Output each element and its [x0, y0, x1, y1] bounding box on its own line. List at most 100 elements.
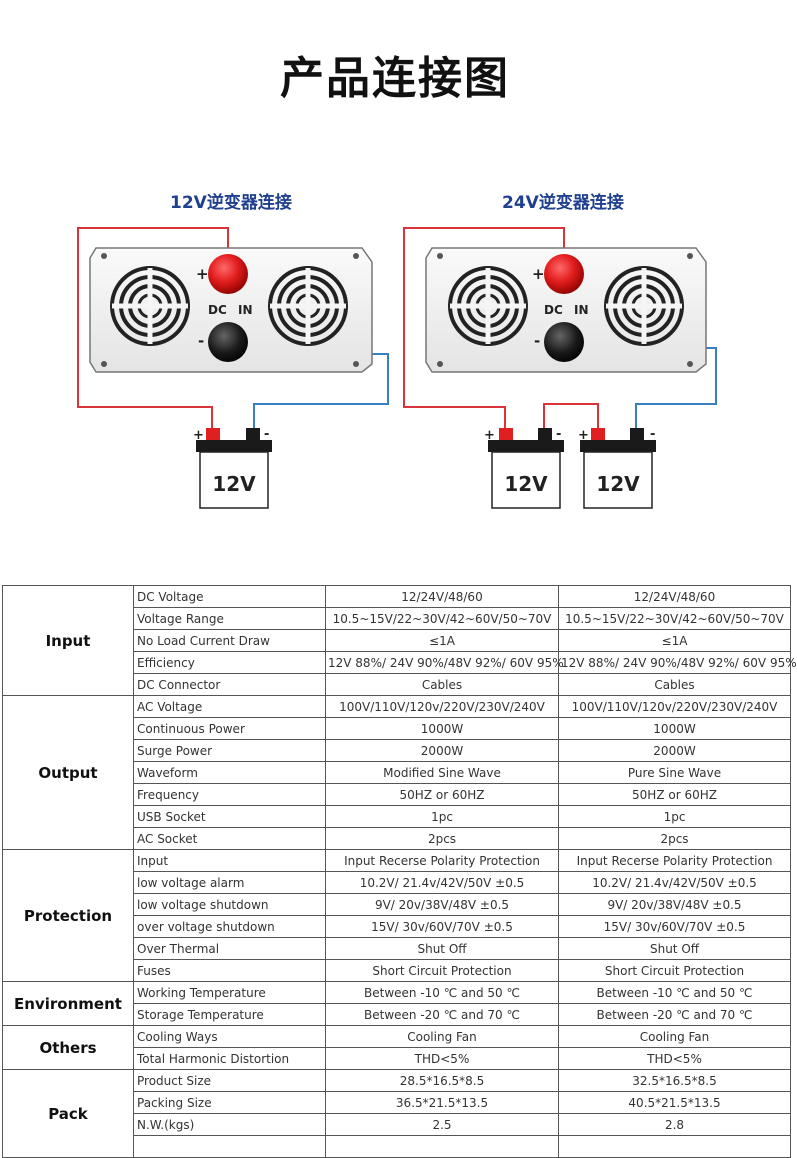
group-label: Output [2, 695, 134, 850]
battery-label: 12V [596, 472, 640, 496]
inverter-24v: + - DC IN [403, 227, 717, 432]
pure-value: 12/24V/48/60 [558, 585, 791, 608]
pure-value: Cables [558, 673, 791, 696]
row-label: over voltage shutdown [133, 915, 326, 938]
row-label: Input [133, 849, 326, 872]
fan-icon [604, 266, 684, 346]
plus-sign: + [532, 265, 545, 283]
pure-value: 15V/ 30v/60V/70V ±0.5 [558, 915, 791, 938]
pure-value: 2pcs [558, 827, 791, 850]
fan-icon [448, 266, 528, 346]
row-label: Efficiency [133, 651, 326, 674]
row-label [133, 1135, 326, 1158]
row-label: Frequency [133, 783, 326, 806]
modified-value: 2pcs [325, 827, 559, 850]
row-label: Product Size [133, 1069, 326, 1092]
modified-value: 1pc [325, 805, 559, 828]
dc-label: DC [208, 303, 227, 317]
modified-value: Input Recerse Polarity Protection [325, 849, 559, 872]
row-label: Surge Power [133, 739, 326, 762]
pure-value: Short Circuit Protection [558, 959, 791, 982]
modified-value: Cooling Fan [325, 1025, 559, 1048]
pure-value: 9V/ 20v/38V/48V ±0.5 [558, 893, 791, 916]
fan-icon [268, 266, 348, 346]
dc-label: DC [544, 303, 563, 317]
battery-plus: + [484, 428, 495, 443]
row-label: Cooling Ways [133, 1025, 326, 1048]
modified-value: 9V/ 20v/38V/48V ±0.5 [325, 893, 559, 916]
row-label: Packing Size [133, 1091, 326, 1114]
pure-value: Pure Sine Wave [558, 761, 791, 784]
pure-value: 50HZ or 60HZ [558, 783, 791, 806]
battery-minus: - [556, 427, 561, 442]
pure-value: 1000W [558, 717, 791, 740]
row-label: Storage Temperature [133, 1003, 326, 1026]
modified-value: Between -10 ℃ and 50 ℃ [325, 981, 559, 1004]
modified-value: 12/24V/48/60 [325, 585, 559, 608]
group-label: Environment [2, 981, 134, 1026]
modified-value: 28.5*16.5*8.5 [325, 1069, 559, 1092]
modified-value: 1000W [325, 717, 559, 740]
diagram-title-12v: 12V逆变器连接 [170, 193, 292, 213]
battery-plus: + [578, 428, 589, 443]
row-label: Total Harmonic Distortion [133, 1047, 326, 1070]
fan-icon [110, 266, 190, 346]
group-label: Protection [2, 849, 134, 982]
negative-terminal [544, 322, 584, 362]
group-label: Input [2, 585, 134, 696]
pure-value: 10.5~15V/22~30V/42~60V/50~70V [558, 607, 791, 630]
pure-value: 32.5*16.5*8.5 [558, 1069, 791, 1092]
in-label: IN [574, 303, 589, 317]
modified-value: 15V/ 30v/60V/70V ±0.5 [325, 915, 559, 938]
in-label: IN [238, 303, 253, 317]
pure-value [558, 1135, 791, 1158]
pure-value: Cooling Fan [558, 1025, 791, 1048]
modified-value: 10.2V/ 21.4v/42V/50V ±0.5 [325, 871, 559, 894]
modified-value: 10.5~15V/22~30V/42~60V/50~70V [325, 607, 559, 630]
positive-terminal [544, 254, 584, 294]
pure-value: 1pc [558, 805, 791, 828]
modified-value: Shut Off [325, 937, 559, 960]
modified-value: 36.5*21.5*13.5 [325, 1091, 559, 1114]
modified-value [325, 1135, 559, 1158]
row-label: N.W.(kgs) [133, 1113, 326, 1136]
battery-plus: + [193, 428, 204, 443]
pure-value: 2.8 [558, 1113, 791, 1136]
inverter-12v: + - DC IN [77, 227, 389, 432]
negative-terminal [208, 322, 248, 362]
battery-label: 12V [504, 472, 548, 496]
modified-value: Between -20 ℃ and 70 ℃ [325, 1003, 559, 1026]
row-label: Waveform [133, 761, 326, 784]
row-label: Fuses [133, 959, 326, 982]
modified-value: Cables [325, 673, 559, 696]
diagram-title-24v: 24V逆变器连接 [502, 193, 624, 213]
row-label: Voltage Range [133, 607, 326, 630]
row-label: DC Connector [133, 673, 326, 696]
pure-value: Between -10 ℃ and 50 ℃ [558, 981, 791, 1004]
modified-value: 12V 88%/ 24V 90%/48V 92%/ 60V 95% [325, 651, 564, 674]
row-label: Continuous Power [133, 717, 326, 740]
modified-value: Modified Sine Wave [325, 761, 559, 784]
pure-value: 40.5*21.5*13.5 [558, 1091, 791, 1114]
battery-minus: - [650, 427, 655, 442]
minus-sign: - [534, 332, 540, 350]
pure-value: 12V 88%/ 24V 90%/48V 92%/ 60V 95% [558, 651, 797, 674]
row-label: low voltage alarm [133, 871, 326, 894]
battery-label: 12V [212, 472, 256, 496]
modified-value: 2000W [325, 739, 559, 762]
pure-value: Input Recerse Polarity Protection [558, 849, 791, 872]
pure-value: Shut Off [558, 937, 791, 960]
row-label: Working Temperature [133, 981, 326, 1004]
battery-12v: + - 12V [484, 427, 564, 509]
modified-value: 50HZ or 60HZ [325, 783, 559, 806]
